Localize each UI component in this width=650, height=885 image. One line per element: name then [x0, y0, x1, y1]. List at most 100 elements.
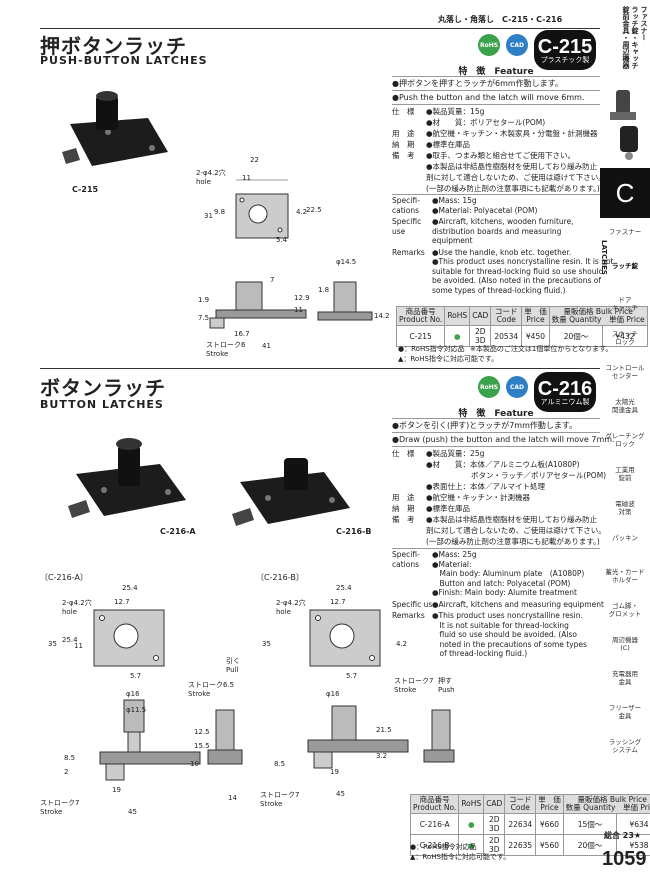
sidebar-item[interactable]: ラッチ錠 — [612, 262, 638, 270]
spec-value: ●Mass: 25g ●Material: Main body: Aluminu… — [432, 550, 585, 597]
c216-title-en: BUTTON LATCHES — [40, 398, 164, 411]
table-cell: C-216-B — [409, 834, 460, 856]
c216-b-section-label: 〔C-216-B〕 — [256, 573, 304, 582]
sidebar-item[interactable]: ドア キャッチ — [612, 296, 638, 312]
page-total: 総合 23★ — [604, 831, 642, 840]
table-cell: ¥432 — [602, 325, 648, 347]
spec-value: ●表面仕上：本体／アルマイト処理 — [426, 482, 545, 491]
table-header: 単 価 Price — [535, 794, 564, 814]
table-cell: C-216-A — [409, 813, 460, 835]
sidebar-item[interactable]: ファスナー — [608, 228, 642, 236]
c216-feature-en: ●Draw (push) the button and the latch wi… — [392, 435, 615, 444]
spec-value: ●Mass: 15g ●Material: Polyacetal (POM) — [432, 196, 538, 215]
sidebar-item[interactable]: グレーチング ロック — [605, 432, 645, 448]
spec-value: 剤に対して適合しないため、ご使用は避けて下さい。 — [426, 526, 606, 535]
rohs-icon: RoHS — [478, 34, 500, 56]
dim-label: 2 — [64, 768, 69, 776]
sidebar-item[interactable]: パッキン — [612, 534, 638, 542]
sidebar-item[interactable]: 蓄光・カード ホルダー — [605, 568, 645, 584]
sidebar-item[interactable]: 工業用 錠前 — [615, 466, 635, 482]
dim-label: 2-φ4.2穴 hole — [196, 169, 226, 186]
spec-label — [392, 183, 426, 194]
dim-label: ストローク7 Stroke — [394, 677, 434, 694]
dim-label: 19 — [330, 768, 339, 776]
sidebar-item[interactable]: フリーザー 金具 — [608, 704, 642, 720]
sidebar-title: ファスナー ラッチ錠・キャッチ 錠前金具・周辺機器 — [622, 6, 648, 69]
sidebar-item[interactable]: 電磁波 対策 — [615, 500, 635, 516]
dim-label: 19 — [112, 786, 121, 794]
c215-note-order: ※本製品のご注文は1個単位からとなります。 — [470, 345, 613, 353]
table-header: コード Code — [490, 306, 523, 326]
dim-label: 4.2 — [296, 208, 308, 216]
spec-label: 仕 様 — [392, 107, 415, 116]
table-header: CAD — [483, 794, 506, 814]
dim-label: 1.9 — [198, 296, 210, 304]
spec-value: ●航空機・キッチン・計測機器 — [426, 493, 531, 502]
dim-label: 22.5 — [306, 206, 322, 214]
dim-label: 12.7 — [114, 598, 130, 606]
spec-value: ●標準在庫品 — [426, 140, 471, 149]
dim-label: 7.5 — [198, 314, 210, 322]
c215-feature-jp: ●押ボタンを押すとラッチが6mm作動します。 — [392, 79, 563, 88]
spec-label — [392, 161, 426, 172]
sidebar-item[interactable]: 周辺機器 (C) — [612, 636, 638, 652]
sidebar-letter: C — [600, 168, 650, 218]
spec-row: 剤に対して適合しないため、ご使用は避けて下さい。 — [392, 525, 606, 536]
c215-drawing-side — [209, 281, 373, 329]
sidebar-item[interactable]: コントロール センター — [605, 364, 645, 380]
spec-label: 納 期 — [392, 140, 415, 149]
spec-row: (一部の緩み防止剤の注意事項にも記載があります。) — [392, 536, 600, 547]
dim-label: 5.4 — [276, 236, 288, 244]
spec-label: Remarks — [392, 247, 425, 257]
spec-value: ●製品質量：15g — [426, 107, 485, 116]
c216-b-photo — [232, 458, 350, 526]
spec-label: Specifi- cations — [392, 550, 420, 569]
table-header: CAD — [469, 306, 492, 326]
table-cell: 2D 3D — [483, 834, 506, 856]
spec-label — [392, 481, 426, 492]
spec-label: 用 途 — [392, 493, 415, 502]
dim-label: 31 — [204, 212, 213, 220]
dim-label: 11 — [74, 642, 83, 650]
dim-label: 11 — [294, 306, 303, 314]
c216-feature-heading: 特 徴 Feature — [458, 409, 534, 419]
table-header: 量販価格 Bulk Price 数量 Quantity 単価 Price — [548, 306, 648, 326]
spec-label — [392, 525, 426, 536]
spec-row: 仕 様 ●製品質量：15g — [392, 106, 600, 117]
spec-value: ●Aircraft, kitchens, wooden furniture, d… — [432, 217, 574, 245]
spec-row: 納 期●標準在庫品 — [392, 503, 600, 514]
spec-value: ●This product uses noncrystalline resin.… — [432, 611, 587, 658]
cad-icon: CAD — [506, 34, 528, 56]
table-cell: 20534 — [490, 325, 523, 347]
sidebar-item[interactable]: スナッチ ロック — [612, 330, 638, 346]
table-cell: 20個〜 — [548, 325, 604, 347]
sidebar-item[interactable]: 太陽光 関連金具 — [612, 398, 638, 414]
c215-photo-label: C-215 — [72, 185, 99, 194]
c215-feature-heading: 特 徴 Feature — [458, 67, 534, 77]
dim-label: 25.4 — [122, 584, 138, 592]
c215-note-rohs: ●：RoHS指令対応品 — [398, 345, 465, 353]
c216-code-tag: C-216 アルミニウム製 — [534, 372, 596, 412]
dim-label: 12.5 — [194, 728, 210, 736]
table-cell: 2D 3D — [469, 325, 492, 347]
dim-label: 2-φ4.2穴 hole — [276, 599, 306, 616]
dim-label: ストローク6.5 Stroke — [188, 681, 235, 698]
spec-value: ●材 質：本体／アルミニウム板(A1080P) — [426, 460, 580, 469]
c216-spec-en: Specifi- cations ●Mass: 25g ●Material: Ma… — [392, 550, 604, 661]
table-cell: 22635 — [504, 834, 537, 856]
sidebar-item[interactable]: ゴム脚・ グロメット — [608, 602, 642, 618]
spec-row: 用 途 ●航空機・キッチン・計測機器 — [392, 492, 600, 503]
spec-label: 用 途 — [392, 129, 415, 138]
spec-row: ●本製品は非結晶性樹脂材を使用しており緩み防止 — [392, 161, 600, 172]
sidebar-item[interactable]: 充電器用 金具 — [612, 670, 638, 686]
spec-value: ●標準在庫品 — [426, 504, 471, 513]
spec-value: 剤に対して適合しないため、ご使用は避けて下さい。 — [426, 173, 606, 182]
c216-b-drawing-top — [309, 609, 381, 667]
spec-value: ●Aircraft, kitchens and measuring equipm… — [432, 599, 604, 609]
sidebar-item[interactable]: ラッシング システム — [608, 738, 642, 754]
dim-label: 15.5 — [194, 742, 210, 750]
dim-label: 3.2 — [376, 752, 388, 760]
table-cell: ¥560 — [535, 834, 564, 856]
spec-label: 仕 様 — [392, 449, 415, 458]
spec-row: ●材 質：ポリアセタール(POM) — [392, 117, 600, 128]
